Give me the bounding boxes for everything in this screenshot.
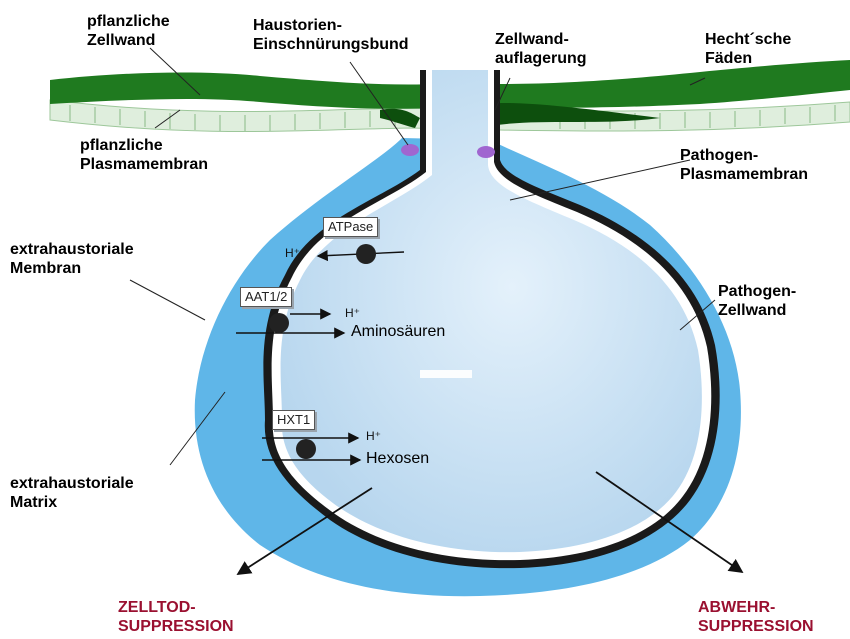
haustorial-neckband-right [477, 146, 495, 158]
hexoses-label: Hexosen [366, 450, 429, 468]
aat-box: AAT1/2 [240, 287, 292, 307]
atpase-box: ATPase [323, 217, 378, 237]
haustorial-neckband-label: Haustorien-Einschnürungsbund [253, 16, 409, 54]
atpase-protein [356, 244, 376, 264]
aat-protein [269, 313, 289, 333]
cell-death-suppression-label: ZELLTOD-SUPPRESSION [118, 598, 234, 636]
pathogen-cell-wall-label: Pathogen-Zellwand [718, 282, 796, 320]
hxt-protein [296, 439, 316, 459]
cell-wall-apposition-label: Zellwand-auflagerung [495, 30, 587, 68]
proton-aat-label: H⁺ [345, 306, 360, 320]
hxt-box: HXT1 [272, 410, 315, 430]
proton-hxt-label: H⁺ [366, 429, 381, 443]
proton-atpase-label: H⁺ [285, 246, 300, 260]
haustorial-neckband-left [401, 144, 419, 156]
pathogen-plasma-membrane-label: Pathogen-Plasmamembran [680, 146, 808, 184]
amino-acids-label: Aminosäuren [351, 323, 445, 341]
defense-suppression-label: ABWEHR-SUPPRESSION [698, 598, 814, 636]
